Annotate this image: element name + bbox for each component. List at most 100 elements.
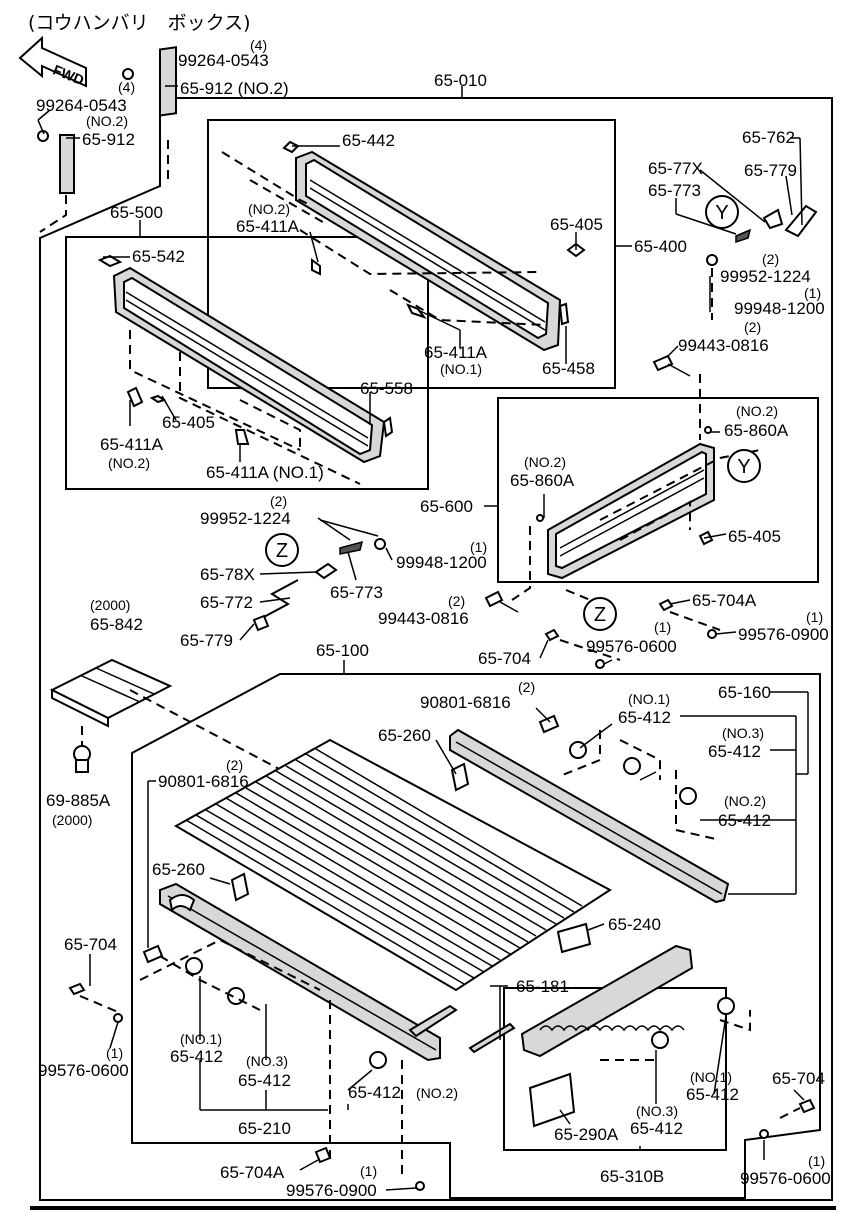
label: (2000) <box>52 812 92 828</box>
part-labels: (4) 99264-0543 (4) 65-912 (NO.2) 99264-0… <box>36 37 831 1200</box>
callout-z-left: Z <box>265 533 299 567</box>
label: 65-442 <box>342 131 395 150</box>
label: 65-860A <box>724 421 789 440</box>
label: (2) <box>762 251 779 267</box>
side-rail-left-65-210 <box>159 882 441 1062</box>
label: 65-773 <box>330 583 383 602</box>
label: 90801-6816 <box>420 693 511 712</box>
label: 90801-6816 <box>158 772 249 791</box>
label: 65-773 <box>648 181 701 200</box>
label: 65-411A (NO.1) <box>206 463 324 482</box>
fwd-arrow-icon: FWD <box>18 35 87 88</box>
label: 65-412 <box>708 742 761 761</box>
label: (4) <box>118 79 135 95</box>
bracket-65-240 <box>556 922 592 954</box>
label: 99264-0543 <box>36 96 127 115</box>
label: (NO.2) <box>724 793 766 809</box>
label: 99952-1224 <box>200 509 291 528</box>
label: 65-500 <box>110 203 163 222</box>
callout-z-mid: Z <box>583 597 617 631</box>
bracket-65-260-top <box>450 762 470 792</box>
label: 99443-0816 <box>378 609 469 628</box>
diagram-title: (コウハンバリ ボックス) <box>28 12 251 34</box>
label: (1) <box>470 539 487 555</box>
latch-parts-top-right <box>706 204 818 266</box>
label: 65-762 <box>742 128 795 147</box>
label: (2) <box>744 319 761 335</box>
label: (1) <box>804 285 821 301</box>
label: (NO.3) <box>636 1103 678 1119</box>
label: (1) <box>654 619 671 635</box>
label: 65-210 <box>238 1119 291 1138</box>
label: (NO.2) <box>736 403 778 419</box>
label: 65-704 <box>772 1069 825 1088</box>
svg-text:Y: Y <box>715 202 728 224</box>
side-rail-right-65-160 <box>449 728 730 904</box>
label: 99576-0900 <box>286 1181 377 1200</box>
label: 99576-0600 <box>740 1169 831 1188</box>
label: 65-010 <box>434 71 487 90</box>
label: 65-411A <box>100 435 164 454</box>
label: (NO.1) <box>440 361 482 377</box>
label: (NO.1) <box>690 1069 732 1085</box>
svg-text:Y: Y <box>737 456 750 478</box>
label: 65-704A <box>692 591 757 610</box>
label: (1) <box>106 1045 123 1061</box>
label: (NO.2) <box>248 201 290 217</box>
label: 99576-0900 <box>738 625 829 644</box>
box-front-panel-65-500 <box>65 236 429 490</box>
label: 99948-1200 <box>396 553 487 572</box>
label: 65-704 <box>478 649 531 668</box>
label: 65-412 <box>686 1085 739 1104</box>
front-sill-65-310b <box>520 944 694 1058</box>
bolts-floor <box>68 714 816 1191</box>
label: (NO.3) <box>246 1053 288 1069</box>
label: 65-704A <box>220 1163 285 1182</box>
label: 65-412 <box>718 811 771 830</box>
label: (2) <box>270 493 287 509</box>
label: 99576-0600 <box>586 637 677 656</box>
label: 65-842 <box>90 615 143 634</box>
label: 65-411A <box>424 343 488 362</box>
label: 99443-0816 <box>678 336 769 355</box>
label: (1) <box>808 1153 825 1169</box>
bolts-center <box>544 598 717 669</box>
label: 65-412 <box>238 1071 291 1090</box>
label: (2) <box>518 679 535 695</box>
label: 65-260 <box>378 726 431 745</box>
label: 65-412 <box>170 1047 223 1066</box>
label: (NO.3) <box>722 725 764 741</box>
label: 65-779 <box>180 631 233 650</box>
box-tailgate-65-600 <box>497 397 819 583</box>
label: (NO.1) <box>180 1031 222 1047</box>
label: 65-405 <box>550 215 603 234</box>
cross-member-65-181 <box>408 1004 516 1054</box>
label: 65-412 <box>348 1083 401 1102</box>
label: (4) <box>250 37 267 53</box>
label: 65-240 <box>608 915 661 934</box>
label: (NO.1) <box>628 691 670 707</box>
label: 65-290A <box>554 1125 619 1144</box>
svg-text:Z: Z <box>594 604 606 626</box>
screw-99443-0816-mid <box>484 590 519 613</box>
label: (2000) <box>90 597 130 613</box>
label: 99576-0600 <box>38 1061 129 1080</box>
callout-y-mid: Y <box>727 449 761 483</box>
tray-65-842 <box>49 658 173 728</box>
front-panel-65-500 <box>112 266 386 464</box>
hinge-bracket-65-912 <box>37 130 75 194</box>
label: 65-912 (NO.2) <box>180 79 289 98</box>
label: 65-558 <box>360 379 413 398</box>
svg-text:Z: Z <box>276 540 288 562</box>
label: 65-704 <box>64 935 117 954</box>
label: 65-160 <box>718 683 771 702</box>
label: (1) <box>806 609 823 625</box>
label: 65-912 <box>82 130 135 149</box>
label: (2) <box>448 593 465 609</box>
label: 65-779 <box>744 161 797 180</box>
box-floor-65-100 <box>131 673 821 1199</box>
label: 65-78X <box>200 565 255 584</box>
label: 65-400 <box>634 237 687 256</box>
rear-panel-65-400 <box>295 150 562 352</box>
